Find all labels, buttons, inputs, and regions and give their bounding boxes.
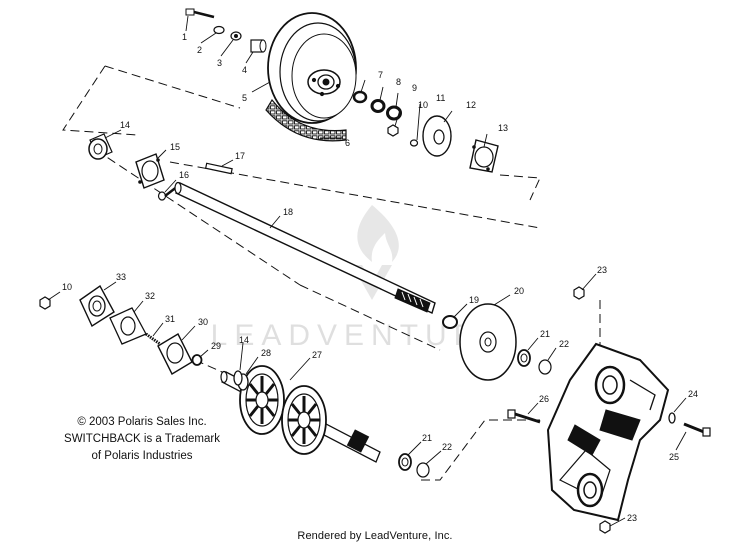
- callout-7: 7: [378, 70, 383, 80]
- shaft-part-18: [174, 181, 436, 314]
- trademark-line-2: of Polaris Industries: [91, 450, 193, 462]
- washer-part-19: [442, 315, 458, 329]
- washer-part-2: [213, 25, 225, 35]
- callout-18: 18: [283, 207, 293, 217]
- callout-22-lower: 22: [442, 442, 452, 452]
- bushing-part-21: [517, 349, 531, 367]
- nut-part-10-lower: [39, 296, 51, 310]
- flange-part-15: [135, 153, 165, 189]
- callout-19: 19: [469, 295, 479, 305]
- callout-4: 4: [242, 65, 247, 75]
- callout-31: 31: [165, 314, 175, 324]
- callout-14-lower: 14: [239, 335, 249, 345]
- chain-part-6: [265, 98, 347, 142]
- callout-2: 2: [197, 45, 202, 55]
- plate-part-12: [422, 115, 452, 157]
- callout-10-lower: 10: [62, 282, 72, 292]
- bearing-flange-part-30: [157, 333, 193, 375]
- ring-part-7: [352, 90, 368, 104]
- driver-sprocket-part-27b: [281, 385, 327, 455]
- bushing-part-21-lower: [398, 453, 412, 471]
- copyright-note: © 2003 Polaris Sales Inc. SWITCHBACK is …: [62, 414, 222, 465]
- bolt-part-1: [185, 8, 215, 19]
- callout-33: 33: [116, 272, 126, 282]
- driver-sprocket-part-27: [239, 365, 285, 435]
- bearing-flange-part-33: [79, 284, 115, 328]
- callout-25: 25: [669, 452, 679, 462]
- sprocket-part-5: [267, 12, 357, 124]
- callout-23: 23: [597, 265, 607, 275]
- spring-part-31: [145, 332, 161, 346]
- bearing-flange-part-13: [469, 139, 499, 173]
- rendered-by-footer: Rendered by LeadVenture, Inc.: [297, 530, 453, 542]
- callout-24: 24: [688, 389, 698, 399]
- callout-27: 27: [312, 350, 322, 360]
- callout-14: 14: [120, 120, 130, 130]
- callout-20: 20: [514, 286, 524, 296]
- ring-part-9: [386, 105, 402, 121]
- callout-5: 5: [242, 93, 247, 103]
- callout-23-lower: 23: [627, 513, 637, 523]
- callout-29: 29: [211, 341, 221, 351]
- sprocket-assembly: [88, 8, 499, 314]
- callout-11: 11: [436, 93, 445, 103]
- ring-part-8: [370, 99, 386, 113]
- callout-12: 12: [466, 100, 476, 110]
- bolt-part-25: [683, 422, 711, 437]
- ring-part-29: [191, 354, 203, 366]
- callout-labels: 1 2 3 4 5 6 7 8 9 10 11 12 13 14 15 16 1…: [62, 32, 698, 523]
- copyright-line: © 2003 Polaris Sales Inc.: [77, 416, 207, 428]
- callout-6: 6: [345, 138, 350, 148]
- bushing-part-4: [250, 39, 267, 53]
- callout-32: 32: [145, 291, 155, 301]
- callout-30: 30: [198, 317, 208, 327]
- bolt-part-26: [507, 409, 541, 424]
- washer-part-11: [409, 139, 419, 147]
- leader-lines: [47, 15, 687, 527]
- spacer-part-22: [538, 359, 552, 375]
- spacer-part-22-lower: [416, 462, 430, 478]
- callout-15: 15: [170, 142, 180, 152]
- bearing-part-14-lower: [233, 370, 243, 386]
- key-part-17: [204, 162, 233, 175]
- callout-3: 3: [217, 58, 222, 68]
- drive-assembly: [39, 284, 552, 478]
- washer-part-24: [668, 412, 676, 424]
- callout-13: 13: [498, 123, 508, 133]
- callout-21: 21: [540, 329, 550, 339]
- brake-disc-part-20: [459, 303, 517, 381]
- callout-8: 8: [396, 77, 401, 87]
- nut-part-23: [573, 286, 585, 300]
- callout-17: 17: [235, 151, 245, 161]
- callout-28: 28: [261, 348, 271, 358]
- nut-part-10: [387, 124, 399, 137]
- callout-22: 22: [559, 339, 569, 349]
- bearing-part-14: [88, 133, 113, 160]
- callout-1: 1: [182, 32, 187, 42]
- callout-26: 26: [539, 394, 549, 404]
- nut-part-23-lower: [599, 520, 611, 534]
- trademark-line-1: SWITCHBACK is a Trademark: [64, 433, 220, 445]
- callout-16: 16: [179, 170, 189, 180]
- seal-plate-part-32: [109, 307, 147, 345]
- callout-10: 10: [418, 100, 428, 110]
- callout-9: 9: [412, 83, 417, 93]
- chaincase-assembly: [507, 286, 711, 534]
- callout-21-lower: 21: [422, 433, 432, 443]
